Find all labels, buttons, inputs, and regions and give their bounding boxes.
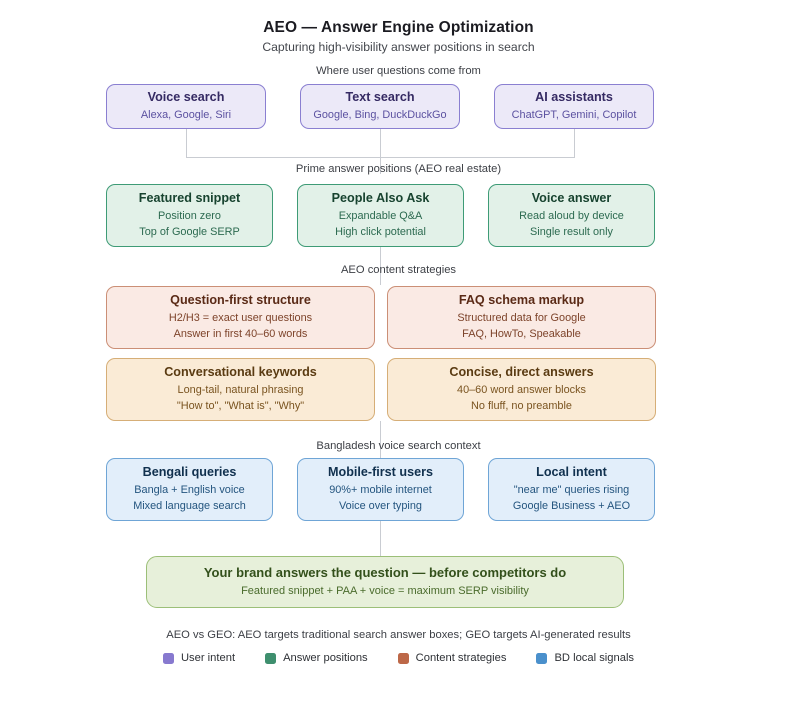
node-title: Bengali queries bbox=[142, 465, 237, 480]
node-subtitle-2: Top of Google SERP bbox=[139, 226, 240, 238]
connector-text-down bbox=[380, 129, 381, 174]
section-label-strategies: AEO content strategies bbox=[340, 264, 457, 276]
node-subtitle-1: "near me" queries rising bbox=[513, 484, 630, 497]
node-title: Mobile-first users bbox=[328, 465, 433, 480]
outcome-subtitle: Featured snippet + PAA + voice = maximum… bbox=[241, 584, 529, 597]
node-voice-answer[interactable]: Voice answer Read aloud by device Single… bbox=[488, 184, 655, 247]
legend-label: Answer positions bbox=[283, 652, 368, 664]
node-subtitle-1: Bangla + English voice bbox=[134, 484, 245, 497]
node-subtitle-2: Voice over typing bbox=[339, 500, 422, 512]
node-bengali-queries[interactable]: Bengali queries Bangla + English voice M… bbox=[106, 458, 273, 521]
node-question-first-structure[interactable]: Question-first structure H2/H3 = exact u… bbox=[106, 286, 375, 349]
connector-context-to-outcome bbox=[380, 521, 381, 556]
legend-swatch-icon bbox=[265, 653, 277, 665]
node-people-also-ask[interactable]: People Also Ask Expandable Q&A High clic… bbox=[297, 184, 464, 247]
legend-item-content-strategies: Content strategies bbox=[397, 652, 507, 665]
node-featured-snippet[interactable]: Featured snippet Position zero Top of Go… bbox=[106, 184, 273, 247]
node-subtitle-1: Position zero bbox=[158, 210, 221, 223]
node-local-intent[interactable]: Local intent "near me" queries rising Go… bbox=[488, 458, 655, 521]
node-title: People Also Ask bbox=[331, 191, 430, 206]
legend-item-answer-positions: Answer positions bbox=[265, 652, 368, 665]
connector-strategies-to-context bbox=[380, 421, 381, 458]
node-subtitle-1: 90%+ mobile internet bbox=[329, 484, 432, 497]
outcome-title: Your brand answers the question — before… bbox=[203, 565, 567, 581]
node-ai-assistants[interactable]: AI assistants ChatGPT, Gemini, Copilot bbox=[494, 84, 654, 129]
section-label-context: Bangladesh voice search context bbox=[316, 440, 481, 452]
legend-item-user-intent: User intent bbox=[162, 652, 236, 665]
footnote: AEO vs GEO: AEO targets traditional sear… bbox=[166, 629, 631, 641]
node-subtitle-1: Expandable Q&A bbox=[338, 210, 423, 223]
connector-voice-down bbox=[186, 129, 187, 157]
node-conversational-keywords[interactable]: Conversational keywords Long-tail, natur… bbox=[106, 358, 375, 421]
connector-positions-to-strategies bbox=[380, 247, 381, 285]
legend-item-bd-local-signals: BD local signals bbox=[536, 652, 635, 665]
node-mobile-first-users[interactable]: Mobile-first users 90%+ mobile internet … bbox=[297, 458, 464, 521]
section-label-positions: Prime answer positions (AEO real estate) bbox=[295, 163, 502, 175]
page-title: AEO — Answer Engine Optimization bbox=[263, 19, 534, 36]
legend-label: BD local signals bbox=[554, 652, 635, 664]
legend-swatch-icon bbox=[536, 653, 548, 665]
node-concise-direct-answers[interactable]: Concise, direct answers 40–60 word answe… bbox=[387, 358, 656, 421]
node-title: Question-first structure bbox=[170, 293, 311, 308]
node-faq-schema-markup[interactable]: FAQ schema markup Structured data for Go… bbox=[387, 286, 656, 349]
node-subtitle: Alexa, Google, Siri bbox=[140, 109, 232, 122]
connector-sources-bus bbox=[186, 157, 575, 158]
node-subtitle-2: High click potential bbox=[335, 226, 426, 238]
page-subtitle: Capturing high-visibility answer positio… bbox=[262, 40, 535, 54]
node-subtitle-1: H2/H3 = exact user questions bbox=[168, 312, 313, 325]
node-voice-search[interactable]: Voice search Alexa, Google, Siri bbox=[106, 84, 266, 129]
node-outcome-banner[interactable]: Your brand answers the question — before… bbox=[146, 556, 624, 608]
node-title: AI assistants bbox=[535, 90, 613, 105]
node-title: Conversational keywords bbox=[164, 365, 317, 380]
node-title: Voice search bbox=[147, 90, 225, 105]
node-subtitle-2: No fluff, no preamble bbox=[471, 400, 572, 412]
node-title: Local intent bbox=[536, 465, 607, 480]
node-subtitle-2: Google Business + AEO bbox=[512, 500, 631, 512]
connector-ai-down bbox=[574, 129, 575, 157]
legend-swatch-icon bbox=[162, 653, 174, 665]
node-title: Text search bbox=[345, 90, 415, 105]
node-text-search[interactable]: Text search Google, Bing, DuckDuckGo bbox=[300, 84, 460, 129]
node-title: FAQ schema markup bbox=[458, 293, 585, 308]
node-subtitle-2: Mixed language search bbox=[133, 500, 246, 512]
node-subtitle-1: Read aloud by device bbox=[519, 210, 624, 223]
section-label-sources: Where user questions come from bbox=[316, 65, 481, 77]
node-subtitle-1: 40–60 word answer blocks bbox=[457, 384, 586, 397]
node-subtitle-2: FAQ, HowTo, Speakable bbox=[462, 328, 581, 340]
node-subtitle: Google, Bing, DuckDuckGo bbox=[313, 109, 447, 122]
node-title: Voice answer bbox=[531, 191, 612, 206]
legend-label: Content strategies bbox=[415, 652, 507, 664]
node-subtitle-1: Long-tail, natural phrasing bbox=[177, 384, 304, 397]
node-title: Concise, direct answers bbox=[449, 365, 594, 380]
node-subtitle-2: "How to", "What is", "Why" bbox=[176, 400, 305, 412]
node-subtitle-2: Answer in first 40–60 words bbox=[173, 328, 308, 340]
node-title: Featured snippet bbox=[138, 191, 241, 206]
legend-label: User intent bbox=[180, 652, 236, 664]
node-subtitle-1: Structured data for Google bbox=[457, 312, 586, 325]
node-subtitle: ChatGPT, Gemini, Copilot bbox=[511, 109, 637, 122]
node-subtitle-2: Single result only bbox=[530, 226, 613, 238]
legend-swatch-icon bbox=[397, 653, 409, 665]
legend: User intent Answer positions Content str… bbox=[0, 652, 797, 665]
